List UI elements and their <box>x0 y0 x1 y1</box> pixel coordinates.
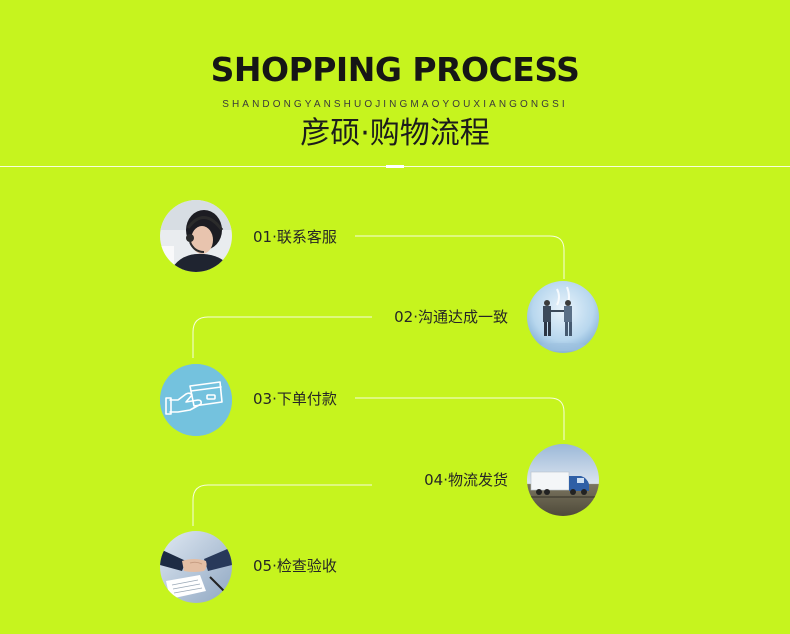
step-label-04: 04·物流发货 <box>424 471 508 489</box>
chinese-title: 彦硕·购物流程 <box>300 116 490 151</box>
connector-01-02 <box>355 235 565 279</box>
contract-handshake-photo <box>160 531 232 603</box>
card-payment-icon <box>160 364 232 436</box>
page-subtitle: SHANDONGYANSHUOJINGMAOYOUXIANGONGSI <box>222 99 568 110</box>
connector-02-03 <box>192 316 372 358</box>
page-title: SHOPPING PROCESS <box>210 50 580 89</box>
step-label-01: 01·联系客服 <box>253 228 337 246</box>
connector-03-04 <box>355 397 565 440</box>
divider-marker <box>386 165 404 168</box>
step-label-02: 02·沟通达成一致 <box>394 308 508 326</box>
step-label-03: 03·下单付款 <box>253 390 337 408</box>
step-label-05: 05·检查验收 <box>253 557 337 575</box>
connector-04-05 <box>192 484 372 526</box>
business-handshake-photo <box>527 281 599 353</box>
customer-service-headset-photo <box>160 200 232 272</box>
delivery-truck-photo <box>527 444 599 516</box>
